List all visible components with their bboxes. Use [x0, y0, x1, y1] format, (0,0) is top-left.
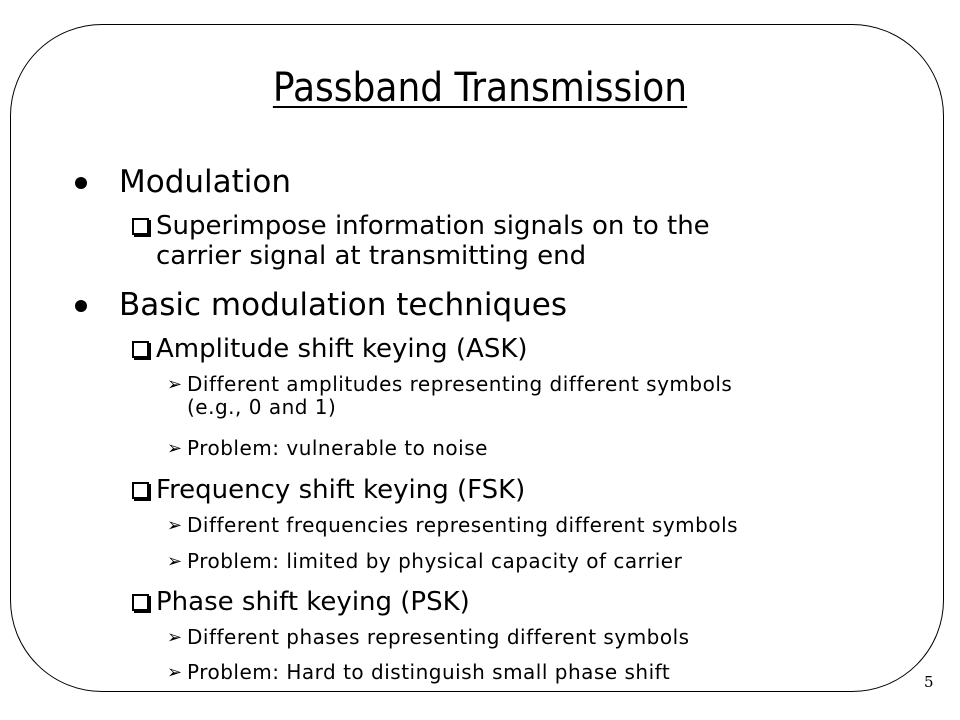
arrow-bullet-icon: ➢: [167, 515, 183, 536]
round-bullet-icon: [75, 177, 87, 189]
bullet-text: Basic modulation techniques: [119, 287, 567, 323]
detail-text: Problem: Hard to distinguish small phase…: [187, 660, 671, 684]
sub-bullet-ask: Amplitude shift keying (ASK): [132, 334, 528, 364]
sub-bullet-text-continuation: carrier signal at transmitting end: [156, 241, 587, 271]
square-bullet-icon: [132, 594, 149, 611]
sub-bullet-text: Superimpose information signals on to th…: [156, 211, 710, 241]
detail-text-continuation: (e.g., 0 and 1): [187, 395, 337, 419]
bullet-modulation: Modulation: [75, 164, 292, 200]
bullet-basic-modulation: Basic modulation techniques: [75, 287, 567, 323]
sub-bullet-psk: Phase shift keying (PSK): [132, 587, 470, 617]
round-bullet-icon: [75, 300, 87, 312]
sub-bullet-text: Phase shift keying (PSK): [156, 587, 470, 617]
detail-text: Problem: limited by physical capacity of…: [187, 549, 683, 573]
arrow-bullet-icon: ➢: [167, 662, 183, 683]
sub-bullet-text: Amplitude shift keying (ASK): [156, 334, 528, 364]
detail-ask-problem: ➢ Problem: vulnerable to noise: [165, 437, 488, 460]
detail-fsk-problem: ➢ Problem: limited by physical capacity …: [165, 550, 682, 573]
page-number: 5: [924, 673, 934, 691]
sub-bullet-fsk: Frequency shift keying (FSK): [132, 475, 525, 505]
detail-text: Different amplitudes representing differ…: [187, 372, 733, 396]
arrow-bullet-icon: ➢: [167, 551, 183, 572]
detail-text: Different phases representing different …: [187, 625, 690, 649]
sub-bullet-text: Frequency shift keying (FSK): [156, 475, 526, 505]
square-bullet-icon: [132, 218, 149, 235]
arrow-bullet-icon: ➢: [167, 438, 183, 459]
arrow-bullet-icon: ➢: [167, 627, 183, 648]
detail-fsk-frequencies: ➢ Different frequencies representing dif…: [165, 514, 738, 537]
sub-bullet-superimpose: Superimpose information signals on to th…: [132, 211, 710, 271]
detail-text: Problem: vulnerable to noise: [187, 436, 488, 460]
detail-ask-amplitudes: ➢ Different amplitudes representing diff…: [165, 373, 732, 419]
slide-frame: [10, 24, 944, 692]
detail-psk-phases: ➢ Different phases representing differen…: [165, 626, 690, 649]
arrow-bullet-icon: ➢: [167, 374, 183, 395]
detail-text: Different frequencies representing diffe…: [187, 513, 739, 537]
square-bullet-icon: [132, 482, 149, 499]
slide-title: Passband Transmission: [272, 65, 688, 111]
bullet-text: Modulation: [119, 164, 292, 200]
detail-psk-problem: ➢ Problem: Hard to distinguish small pha…: [165, 661, 670, 684]
square-bullet-icon: [132, 341, 149, 358]
